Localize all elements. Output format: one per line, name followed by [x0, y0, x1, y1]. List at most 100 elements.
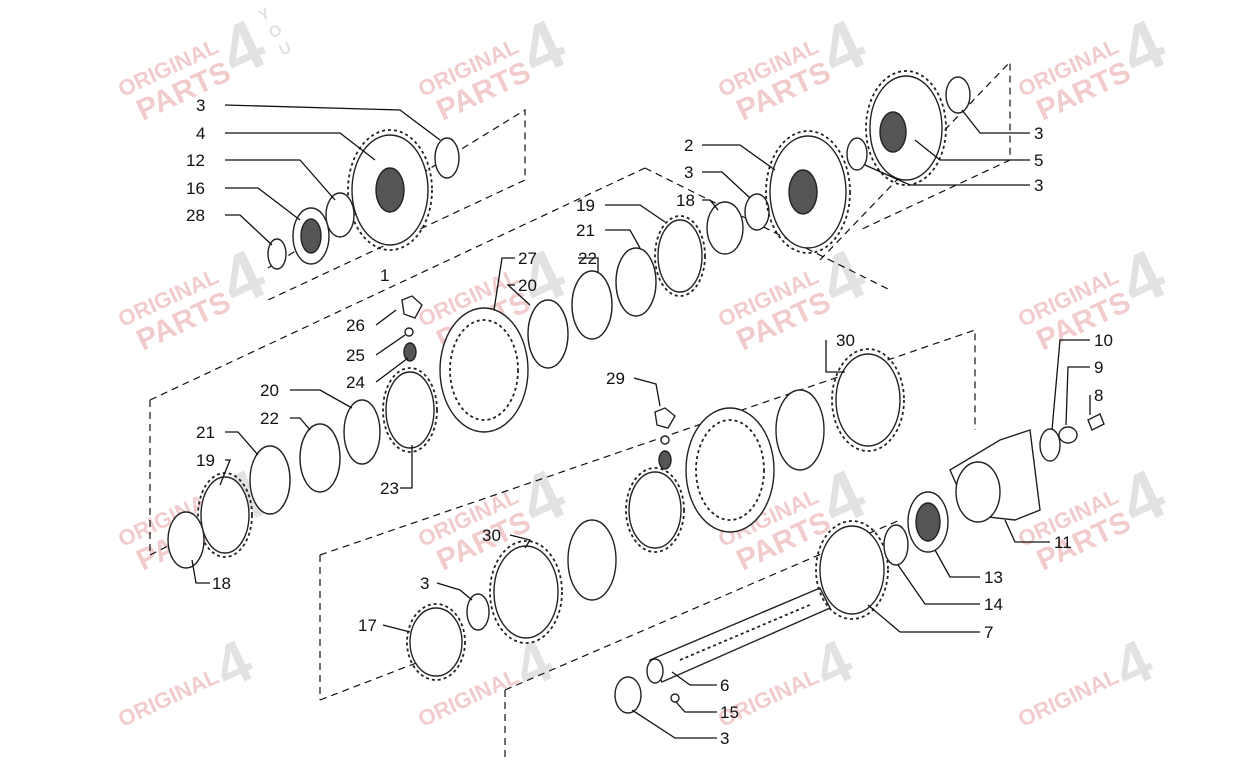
- bearing-16-inner: [300, 218, 322, 254]
- leader-23: [400, 445, 413, 489]
- leader-21b: [605, 229, 641, 249]
- hub-lower: [628, 471, 682, 549]
- ring-lower-left: [567, 519, 617, 601]
- ring-21a: [249, 445, 291, 515]
- callout-5: 5: [1034, 151, 1043, 170]
- callout-3: 3: [684, 163, 693, 182]
- callout-18: 18: [676, 191, 695, 210]
- ball-25: [404, 327, 414, 337]
- leader-6: [671, 671, 717, 686]
- washer-9: [1058, 426, 1078, 444]
- gear-4-teeth: [347, 129, 433, 251]
- sleeve-lower: [685, 407, 775, 533]
- gear-5-teeth: [865, 70, 947, 186]
- gear-7-teeth: [815, 520, 889, 620]
- assembly-outline-lower: [319, 329, 976, 701]
- callout-2: 2: [684, 136, 693, 155]
- bushing-12: [325, 192, 355, 238]
- callout-25: 25: [346, 346, 365, 365]
- detent-29: [654, 407, 676, 429]
- callout-3: 3: [420, 574, 429, 593]
- leader-3e: [436, 582, 473, 601]
- disc-18b: [706, 201, 744, 255]
- callout-28: 28: [186, 206, 205, 225]
- callout-9: 9: [1094, 358, 1103, 377]
- leader-24: [375, 357, 409, 383]
- snap-ring-3b: [744, 193, 770, 231]
- watermark-tile: ORIGINAL 4: [1014, 626, 1163, 732]
- watermark-tile: ORIGINAL PARTS 4: [114, 234, 277, 357]
- leader-5: [914, 139, 1030, 161]
- watermark-tile: ORIGINAL PARTS 4 Y O U: [114, 4, 295, 127]
- gear-5-hub: [879, 111, 907, 153]
- bolt-8: [1087, 413, 1105, 431]
- bearing-13-inner: [915, 502, 941, 542]
- leader-11: [1004, 519, 1050, 543]
- callout-21: 21: [196, 423, 215, 442]
- gear-17: [409, 607, 463, 677]
- callout-29: 29: [606, 369, 625, 388]
- leader-2: [702, 144, 776, 171]
- leader-20a: [290, 389, 353, 409]
- callout-14: 14: [984, 595, 1003, 614]
- callout-7: 7: [984, 623, 993, 642]
- callout-23: 23: [380, 479, 399, 498]
- callout-1: 1: [380, 266, 389, 285]
- parts-layer: [167, 70, 1105, 714]
- sleeve-27: [439, 307, 529, 433]
- leader-15: [675, 701, 717, 713]
- callout-11: 11: [1054, 533, 1072, 552]
- leader-18b: [702, 199, 719, 211]
- leader-26: [375, 309, 397, 326]
- leader-18a: [191, 559, 210, 584]
- sleeve-lower-spline: [695, 419, 765, 521]
- watermark-tile: ORIGINAL PARTS 4: [414, 4, 577, 127]
- detent-26: [401, 295, 423, 319]
- callout-19: 19: [196, 451, 215, 470]
- leader-17: [382, 624, 411, 633]
- leader-10: [1051, 339, 1090, 431]
- callout-26: 26: [346, 316, 365, 335]
- leader-30b: [509, 534, 532, 549]
- gear-19a: [200, 476, 250, 554]
- callout-3: 3: [720, 729, 729, 748]
- snap-ring-3a: [434, 137, 460, 179]
- callout-8: 8: [1094, 386, 1103, 405]
- snap-ring-3e: [466, 593, 490, 631]
- watermark-o: O: [266, 22, 284, 43]
- leader-3f: [631, 709, 717, 739]
- leader-19b: [605, 204, 666, 223]
- hub-23: [385, 371, 435, 449]
- callout-30: 30: [482, 526, 501, 545]
- callout-10: 10: [1094, 331, 1113, 350]
- callout-13: 13: [984, 568, 1003, 587]
- watermark-u: U: [277, 39, 295, 59]
- sleeve-27-spline: [449, 319, 519, 421]
- leader-28: [225, 214, 273, 246]
- pin-15: [670, 693, 680, 703]
- callout-27: 27: [518, 249, 537, 268]
- leader-13: [934, 549, 980, 578]
- leader-22b: [578, 257, 599, 272]
- gear-19b: [657, 219, 703, 293]
- leader-14: [897, 564, 980, 605]
- snap-ring-3c: [846, 137, 868, 171]
- callout-17: 17: [358, 616, 377, 635]
- leader-lines: [191, 104, 1091, 739]
- gear-30a-teeth: [831, 348, 905, 452]
- snap-ring-3d: [945, 76, 971, 114]
- leader-3a: [224, 104, 441, 141]
- callout-20: 20: [518, 276, 537, 295]
- callout-24: 24: [346, 373, 365, 392]
- callout-3: 3: [196, 96, 205, 115]
- svg-text:ORIGINAL: ORIGINAL: [1014, 664, 1122, 732]
- leader-20b: [506, 284, 531, 306]
- callout-22: 22: [260, 409, 279, 428]
- leader-9: [1065, 366, 1090, 426]
- callout-6: 6: [720, 676, 729, 695]
- ball-29: [660, 435, 670, 445]
- gear-7: [819, 525, 885, 615]
- ring-22a: [299, 423, 341, 493]
- watermark-layer: ORIGINAL PARTS 4 Y O U ORIGINAL PARTS 4 …: [114, 4, 1177, 732]
- ring-21b: [615, 247, 657, 317]
